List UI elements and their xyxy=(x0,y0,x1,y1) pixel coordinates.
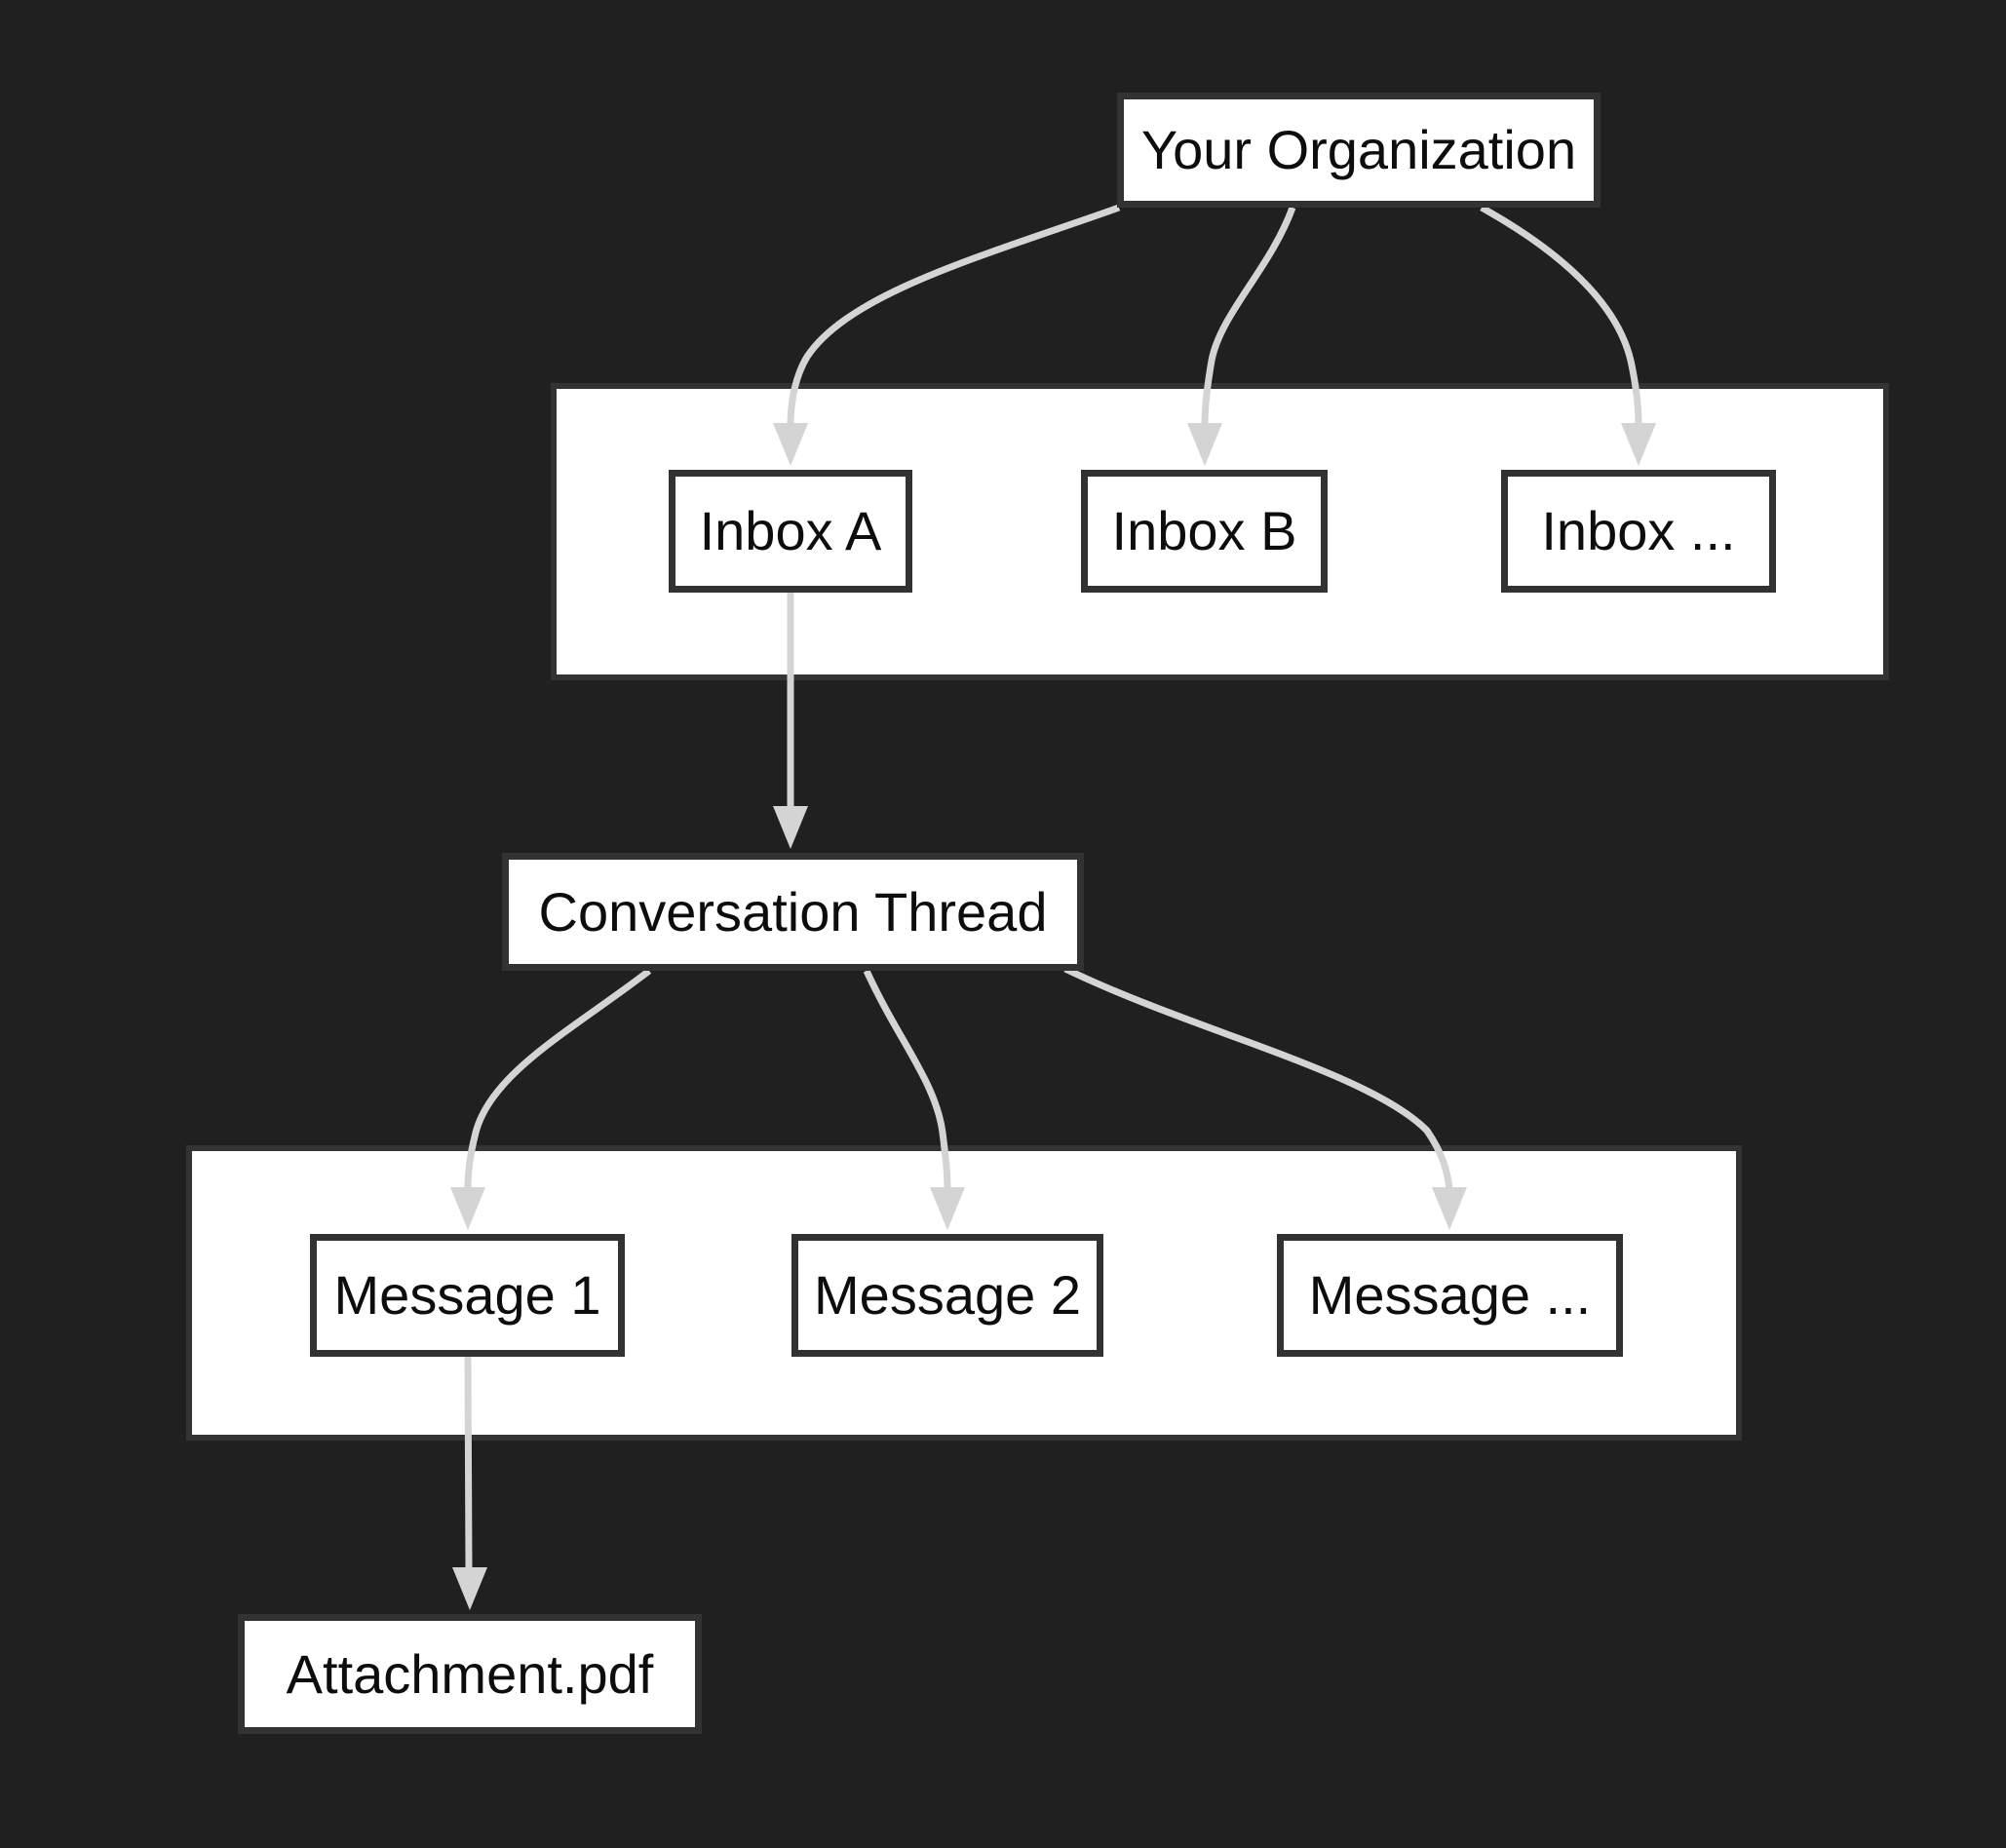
edge-org-to-inbox-a-arrowhead xyxy=(773,423,808,466)
edge-org-to-inbox-a-line xyxy=(787,204,1121,426)
edge-org-to-inbox-b xyxy=(1187,206,1296,466)
edge-thread-to-message-1 xyxy=(450,968,652,1230)
node-label: Message 1 xyxy=(333,1264,601,1326)
edge-org-to-inbox-more xyxy=(1480,204,1656,466)
node-label: Inbox A xyxy=(699,500,882,561)
node-your-organization: Your Organization xyxy=(1117,93,1601,208)
edge-org-to-inbox-a xyxy=(773,204,1121,466)
edge-inbox-a-to-thread xyxy=(773,592,808,849)
edge-thread-to-message-2-arrowhead xyxy=(930,1187,965,1230)
edge-org-to-inbox-more-arrowhead xyxy=(1621,423,1656,466)
node-message-1: Message 1 xyxy=(310,1234,625,1357)
edge-thread-to-message-more-arrowhead xyxy=(1432,1187,1467,1230)
edge-thread-to-message-1-arrowhead xyxy=(450,1187,485,1230)
node-message-2: Message 2 xyxy=(791,1234,1103,1357)
edge-thread-to-message-more-line xyxy=(1063,965,1453,1190)
edge-thread-to-message-1-line xyxy=(464,968,652,1190)
edge-org-to-inbox-more-line xyxy=(1480,204,1642,426)
node-label: Message 2 xyxy=(814,1264,1081,1326)
node-inbox-b: Inbox B xyxy=(1081,470,1328,593)
edge-message-1-to-attachment-arrowhead xyxy=(452,1567,487,1610)
edge-message-1-to-attachment xyxy=(452,1356,487,1610)
node-attachment-pdf: Attachment.pdf xyxy=(238,1614,702,1734)
node-label: Message ... xyxy=(1308,1264,1592,1326)
node-label: Inbox B xyxy=(1111,500,1297,561)
node-label: Attachment.pdf xyxy=(286,1642,654,1705)
edge-thread-to-message-more xyxy=(1063,965,1467,1230)
edge-thread-to-message-2 xyxy=(863,969,965,1230)
node-conversation-thread: Conversation Thread xyxy=(502,853,1084,971)
node-label: Conversation Thread xyxy=(538,880,1048,943)
node-label: Inbox ... xyxy=(1541,500,1736,561)
node-message-more: Message ... xyxy=(1277,1234,1623,1357)
edge-thread-to-message-2-line xyxy=(863,969,951,1190)
node-inbox-more: Inbox ... xyxy=(1501,470,1776,593)
node-inbox-a: Inbox A xyxy=(669,470,912,593)
edge-message-1-to-attachment-line xyxy=(464,1356,473,1570)
node-label: Your Organization xyxy=(1140,119,1577,180)
edge-inbox-a-to-thread-arrowhead xyxy=(773,806,808,849)
edge-org-to-inbox-b-line xyxy=(1201,206,1296,426)
edge-org-to-inbox-b-arrowhead xyxy=(1187,423,1222,466)
